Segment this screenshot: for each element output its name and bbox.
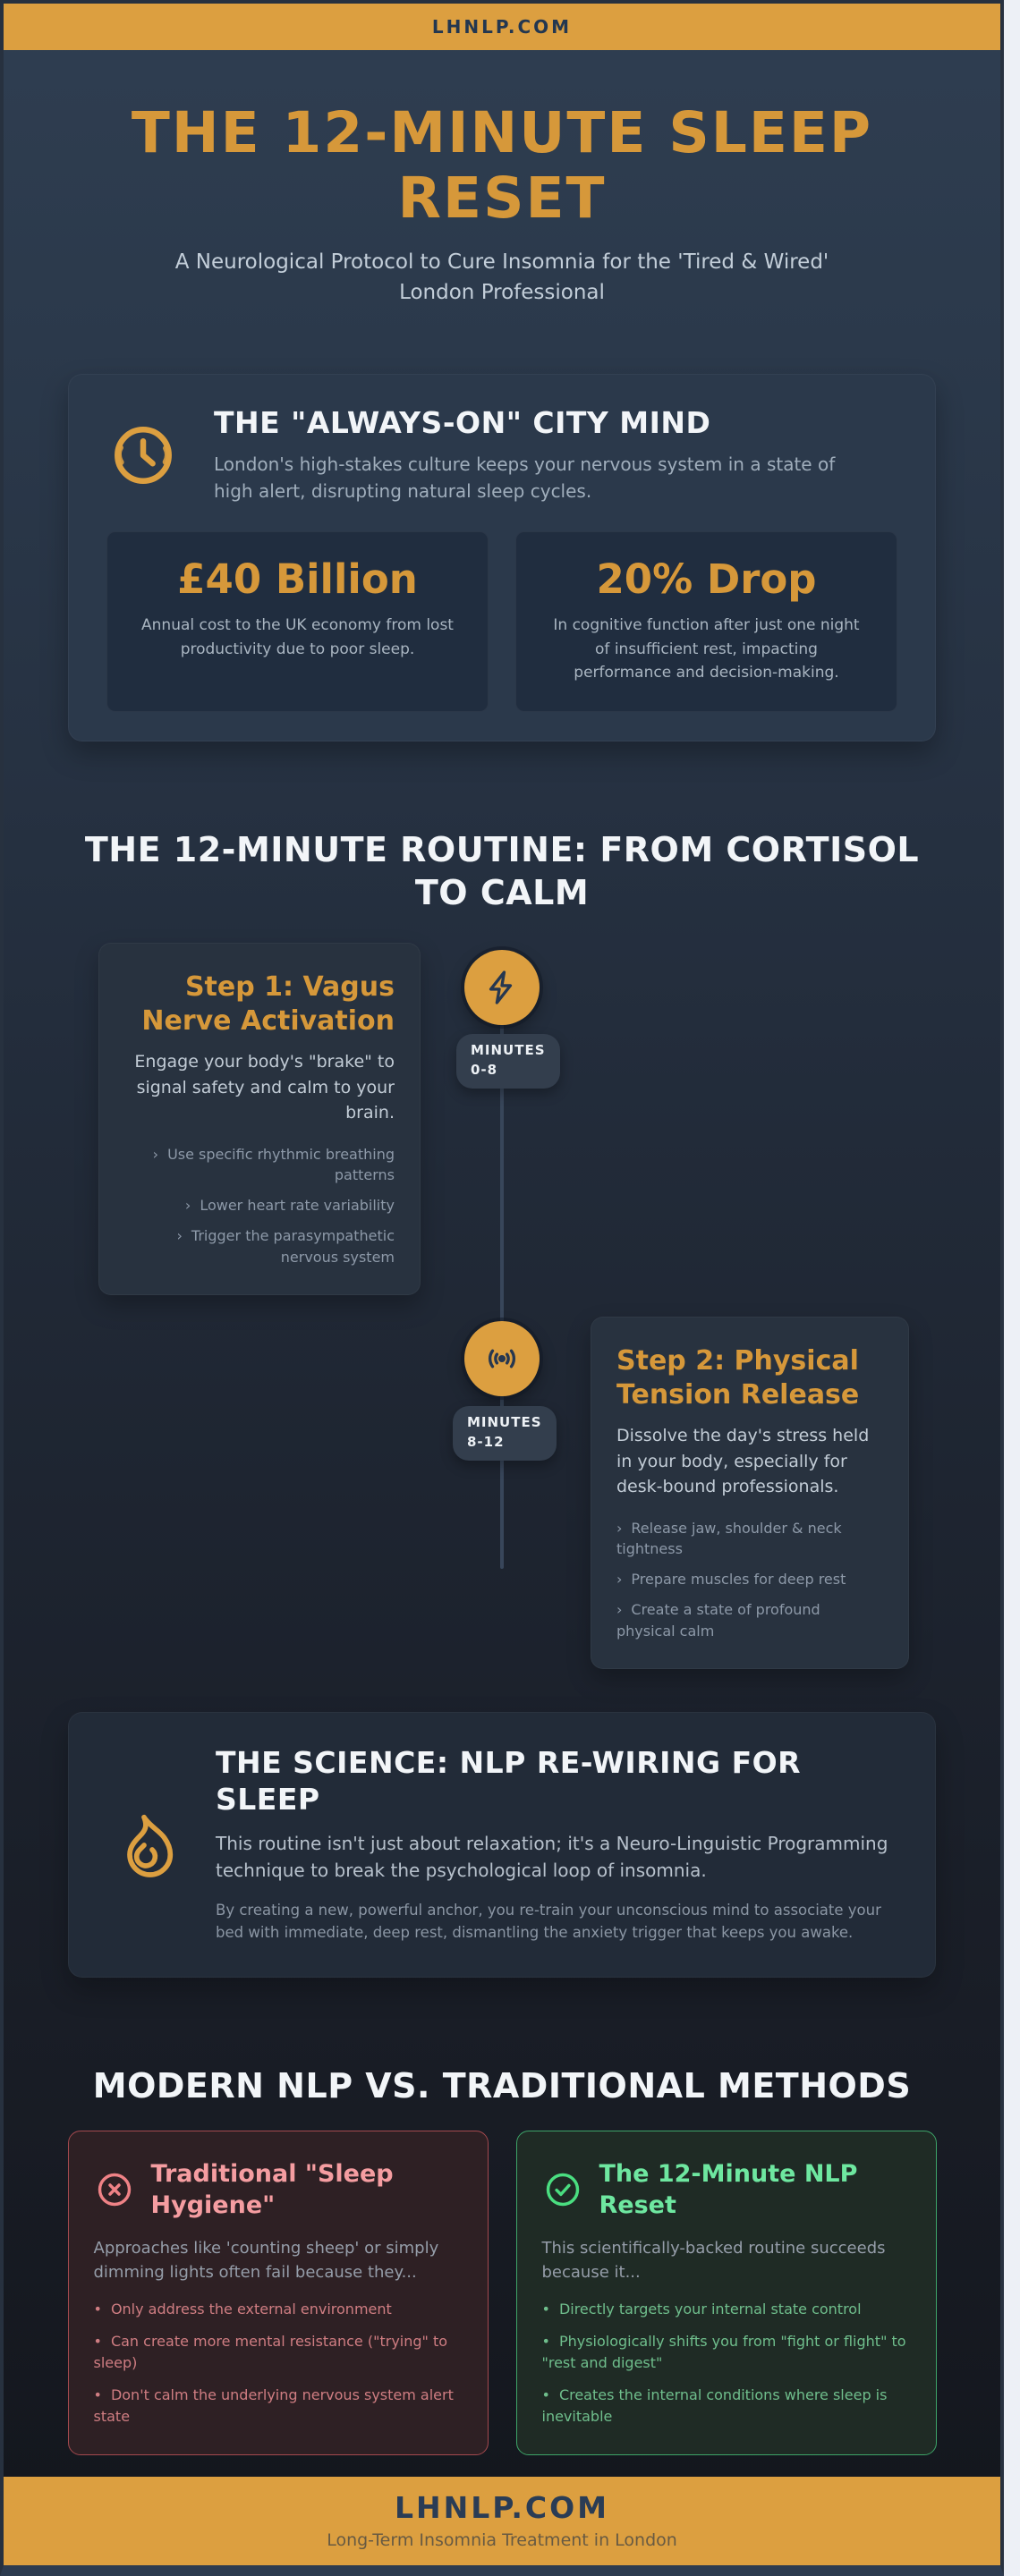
problem-card-header: THE "ALWAYS-ON" CITY MIND London's high-… — [106, 405, 897, 504]
x-circle-icon — [94, 2169, 135, 2210]
list-item: • Directly targets your internal state co… — [542, 2299, 911, 2320]
chevron-marker: › — [616, 1571, 623, 1589]
problem-card: THE "ALWAYS-ON" CITY MIND London's high-… — [68, 374, 936, 742]
comparison-section: Traditional "Sleep Hygiene" Approaches l… — [4, 2131, 1000, 2455]
bullet-marker: • — [541, 2385, 550, 2403]
bullet-marker: • — [541, 2300, 550, 2318]
traditional-methods-card: Traditional "Sleep Hygiene" Approaches l… — [67, 2131, 489, 2455]
bullet-marker: • — [93, 2300, 102, 2318]
nlp-reset-card: The 12-Minute NLP Reset This scientifica… — [515, 2131, 937, 2455]
flame-icon — [108, 1804, 180, 1886]
page-subtitle: A Neurological Protocol to Cure Insomnia… — [174, 250, 829, 305]
chevron-marker: › — [616, 1601, 623, 1619]
bullet-marker: • — [93, 2332, 102, 2350]
problem-title: THE "ALWAYS-ON" CITY MIND — [214, 405, 711, 441]
bullet-text: Creates the internal conditions where sl… — [541, 2385, 888, 2425]
footer-tagline: Long-Term Insomnia Treatment in London — [327, 2530, 677, 2550]
step-1-bullets: › Use specific rhythmic breathing pattern… — [124, 1144, 395, 1267]
list-item: › Trigger the parasympathetic nervous sys… — [124, 1225, 395, 1267]
timeline-line — [500, 987, 504, 1570]
minutes-label: MINUTES — [471, 1042, 546, 1059]
step-2-card: Step 2: Physical Tension Release Dissolv… — [591, 1317, 909, 1669]
stat-card-cognitive-drop: 20% Drop In cognitive function after jus… — [515, 531, 897, 713]
stat-card-uk-cost: £40 Billion Annual cost to the UK econom… — [106, 531, 489, 713]
nlp-reset-card-header: The 12-Minute NLP Reset — [542, 2158, 911, 2221]
comparison-heading: MODERN NLP VS. TRADITIONAL METHODS — [92, 2065, 912, 2106]
bullet-text: Prepare muscles for deep rest — [631, 1571, 846, 1589]
bullet-text: Trigger the parasympathetic nervous syst… — [191, 1227, 395, 1266]
stat-value: £40 Billion — [177, 555, 418, 604]
traditional-bullets: • Only address the external environment •… — [94, 2299, 463, 2428]
problem-card-text: THE "ALWAYS-ON" CITY MIND London's high-… — [214, 405, 876, 504]
page-title: THE 12-MINUTE SLEEP RESET — [131, 100, 873, 232]
radio-waves-icon — [483, 1340, 521, 1377]
stat-value: 20% Drop — [596, 555, 817, 604]
routine-heading: THE 12-MINUTE ROUTINE: FROM CORTISOL TO … — [84, 830, 920, 912]
clock-icon — [106, 419, 180, 492]
step-2-title: Step 2: Physical Tension Release — [616, 1345, 860, 1411]
bullet-marker: • — [541, 2332, 550, 2350]
bullet-text: Directly targets your internal state con… — [558, 2300, 862, 2318]
top-banner: LHNLP.COM — [4, 4, 1000, 50]
chevron-marker: › — [184, 1197, 191, 1215]
routine-timeline: Step 1: Vagus Nerve Activation Engage yo… — [4, 923, 1000, 1669]
nlp-reset-bullets: • Directly targets your internal state co… — [542, 2299, 911, 2428]
step-2-description: Dissolve the day's stress held in your b… — [616, 1426, 870, 1497]
list-item: › Prepare muscles for deep rest — [616, 1569, 883, 1589]
stat-caption: Annual cost to the UK economy from lost … — [141, 616, 454, 658]
bullet-marker: • — [93, 2385, 102, 2403]
science-title: THE SCIENCE: NLP RE-WIRING FOR SLEEP — [216, 1745, 802, 1817]
bullet-text: Lower heart rate variability — [200, 1197, 395, 1215]
stat-caption: In cognitive function after just one nig… — [553, 616, 860, 682]
science-card-text: THE SCIENCE: NLP RE-WIRING FOR SLEEP Thi… — [216, 1745, 896, 1945]
hero-section: THE 12-MINUTE SLEEP RESET A Neurological… — [4, 50, 1000, 308]
science-detail: By creating a new, powerful anchor, you … — [216, 1901, 881, 1942]
stats-row: £40 Billion Annual cost to the UK econom… — [106, 531, 897, 713]
step-1-title: Step 1: Vagus Nerve Activation — [141, 971, 395, 1037]
bullet-text: Only address the external environment — [110, 2300, 392, 2318]
bullet-text: Release jaw, shoulder & neck tightness — [616, 1519, 842, 1557]
list-item: ›Create a state of profound physical cal… — [616, 1599, 883, 1640]
bullet-text: Don't calm the underlying nervous system… — [93, 2385, 454, 2425]
step-2-minutes-badge: MINUTES 8-12 — [453, 1406, 557, 1461]
list-item: •Don't calm the underlying nervous syste… — [94, 2385, 463, 2428]
nlp-reset-intro: This scientifically-backed routine succe… — [541, 2238, 886, 2282]
list-item: •Physiologically shifts you from "fight … — [542, 2331, 911, 2374]
step-1-description: Engage your body's "brake" to signal saf… — [134, 1052, 395, 1123]
chevron-marker: › — [152, 1145, 159, 1163]
list-item: ›Release jaw, shoulder & neck tightness — [616, 1518, 883, 1559]
list-item: •Creates the internal conditions where s… — [542, 2385, 911, 2428]
minutes-label: MINUTES — [467, 1414, 542, 1431]
bullet-text: Use specific rhythmic breathing patterns — [167, 1145, 395, 1183]
step-2-bullets: ›Release jaw, shoulder & neck tightness … — [616, 1518, 883, 1641]
minutes-range: 0-8 — [471, 1062, 498, 1078]
step-1-node — [464, 950, 540, 1026]
traditional-title: Traditional "Sleep Hygiene" — [150, 2160, 394, 2220]
top-banner-text: LHNLP.COM — [431, 16, 573, 38]
chevron-marker: › — [176, 1227, 183, 1245]
traditional-intro: Approaches like 'counting sheep' or simp… — [93, 2238, 439, 2282]
check-circle-icon — [542, 2169, 583, 2210]
step-1-minutes-badge: MINUTES 0-8 — [456, 1034, 560, 1089]
bullet-text: Physiologically shifts you from "fight o… — [541, 2332, 906, 2371]
step-1-card: Step 1: Vagus Nerve Activation Engage yo… — [98, 943, 421, 1295]
footer: LHNLP.COM Long-Term Insomnia Treatment i… — [4, 2477, 1000, 2565]
list-item: •Can create more mental resistance ("try… — [94, 2331, 463, 2374]
bullet-text: Create a state of profound physical calm — [616, 1601, 820, 1640]
minutes-range: 8-12 — [467, 1434, 505, 1450]
step-2-node — [464, 1321, 540, 1397]
list-item: • Only address the external environment — [94, 2299, 463, 2320]
nlp-reset-title: The 12-Minute NLP Reset — [599, 2160, 858, 2220]
list-item: › Use specific rhythmic breathing pattern… — [124, 1144, 395, 1185]
chevron-marker: › — [616, 1519, 623, 1537]
bullet-text: Can create more mental resistance ("tryi… — [93, 2332, 448, 2371]
footer-brand: LHNLP.COM — [394, 2490, 610, 2525]
science-lead: This routine isn't just about relaxation… — [216, 1832, 888, 1881]
science-card: THE SCIENCE: NLP RE-WIRING FOR SLEEP Thi… — [68, 1712, 936, 1978]
traditional-card-header: Traditional "Sleep Hygiene" — [94, 2158, 463, 2221]
list-item: › Lower heart rate variability — [124, 1195, 395, 1216]
lightning-bolt-icon — [483, 969, 521, 1006]
problem-description: London's high-stakes culture keeps your … — [214, 453, 836, 503]
